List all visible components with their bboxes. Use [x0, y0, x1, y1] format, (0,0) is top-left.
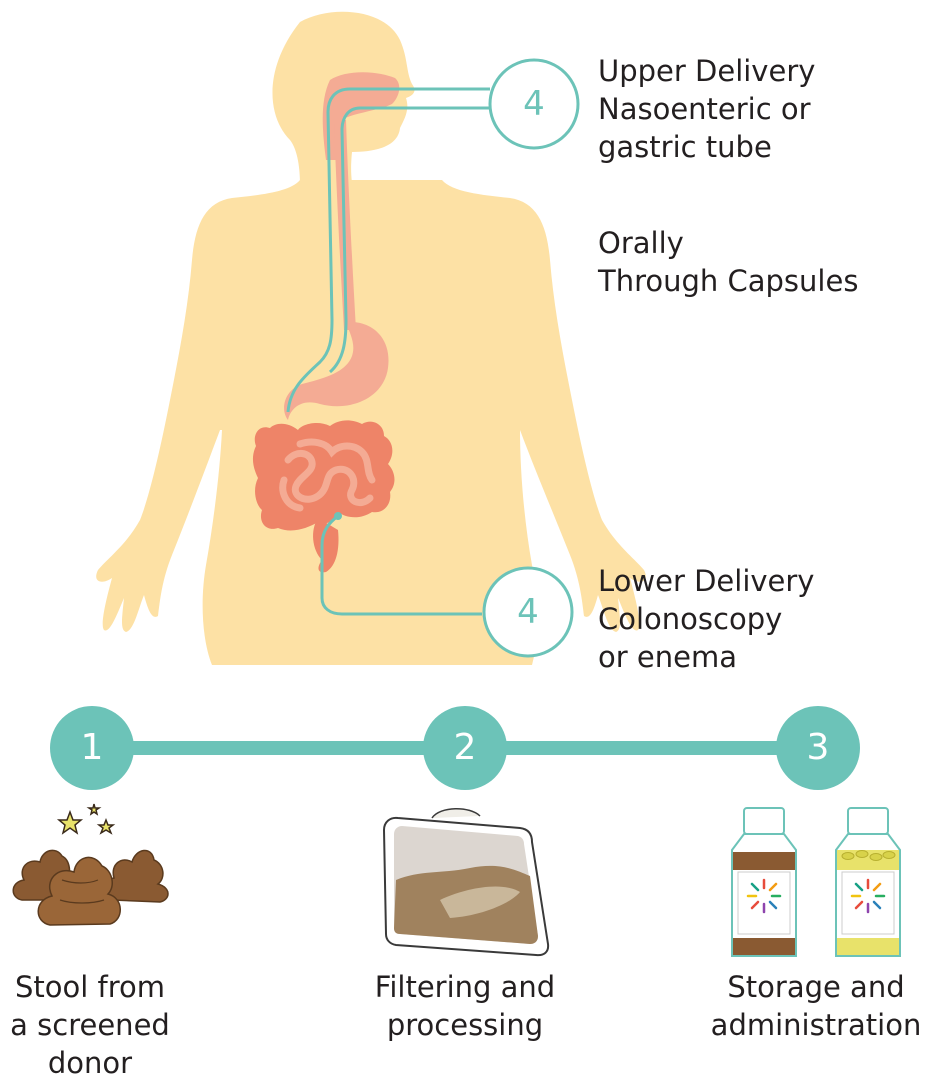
- upper-delivery-number: 4: [490, 60, 578, 148]
- step-1-line-2: a screened: [0, 1006, 180, 1044]
- upper-delivery-label: Upper Delivery Nasoenteric or gastric tu…: [598, 52, 815, 166]
- step-2-line-1: Filtering and: [355, 968, 575, 1006]
- tube-end-dot: [334, 512, 342, 520]
- lower-delivery-number: 4: [484, 568, 572, 656]
- oral-delivery-line-2: Through Capsules: [598, 262, 858, 300]
- step-3-label: Storage and administration: [706, 968, 926, 1044]
- capsule-bottles-icon: [732, 808, 900, 956]
- step-3-number: 3: [776, 706, 860, 790]
- upper-delivery-line-2: Nasoenteric or: [598, 90, 815, 128]
- step-3-line-2: administration: [706, 1006, 926, 1044]
- step-2-line-2: processing: [355, 1006, 575, 1044]
- stool-icon: [13, 804, 168, 925]
- lower-delivery-line-3: or enema: [598, 638, 814, 676]
- upper-delivery-line-3: gastric tube: [598, 128, 815, 166]
- lower-delivery-label: Lower Delivery Colonoscopy or enema: [598, 562, 814, 676]
- lower-delivery-line-1: Lower Delivery: [598, 562, 814, 600]
- step-1-number: 1: [50, 706, 134, 790]
- oral-delivery-label: Orally Through Capsules: [598, 224, 858, 300]
- step-3-line-1: Storage and: [706, 968, 926, 1006]
- step-1-line-3: donor: [0, 1044, 180, 1082]
- upper-delivery-line-1: Upper Delivery: [598, 52, 815, 90]
- step-1-label: Stool from a screened donor: [0, 968, 180, 1082]
- step-2-label: Filtering and processing: [355, 968, 575, 1044]
- filter-bag-icon: [384, 809, 548, 955]
- sparkle-icon: [59, 804, 113, 833]
- lower-delivery-line-2: Colonoscopy: [598, 600, 814, 638]
- step-1-line-1: Stool from: [0, 968, 180, 1006]
- step-2-number: 2: [423, 706, 507, 790]
- oral-delivery-line-1: Orally: [598, 224, 858, 262]
